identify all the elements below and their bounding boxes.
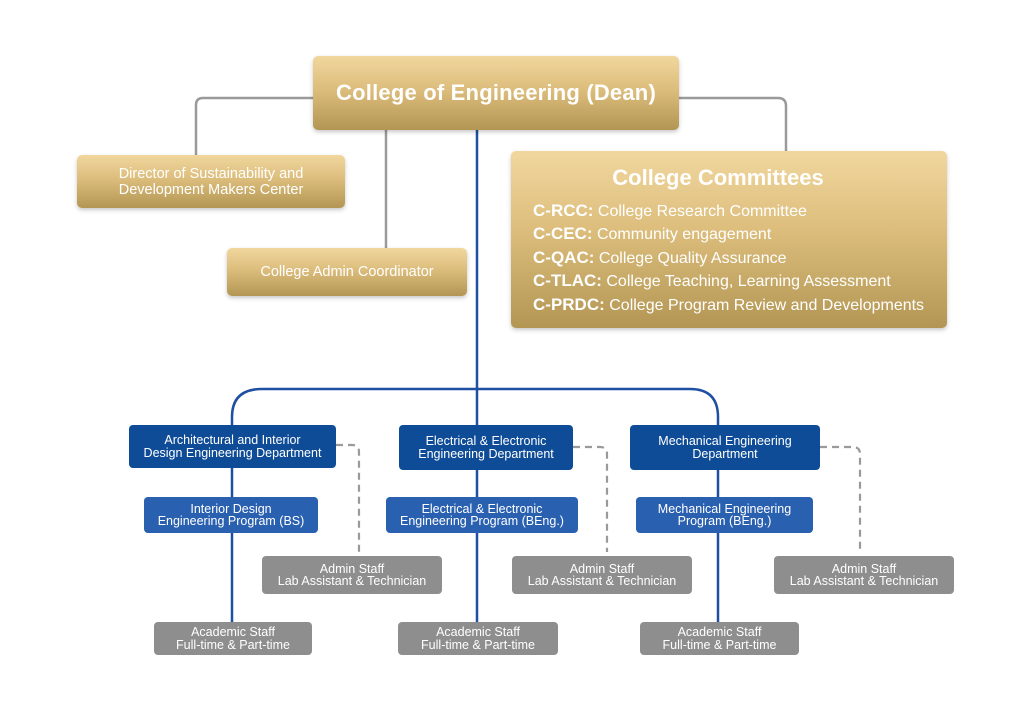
academic-staff-line: Full-time & Part-time xyxy=(421,637,535,652)
admin-staff-architectural: Admin Staff Lab Assistant & Technician xyxy=(262,556,442,594)
program-name-line: Interior Design xyxy=(190,501,272,516)
connector-dean-committees xyxy=(679,96,788,151)
committee-name: College Quality Assurance xyxy=(598,249,787,267)
department-mechanical: Mechanical Engineering Department xyxy=(630,425,820,470)
committees-title: College Committees xyxy=(612,165,824,190)
dean-box: College of Engineering (Dean) xyxy=(313,56,679,130)
program-interior-design: Interior Design Engineering Program (BS) xyxy=(144,497,318,533)
admin-staff-mechanical: Admin Staff Lab Assistant & Technician xyxy=(774,556,954,594)
academic-staff-line: Full-time & Part-time xyxy=(176,637,290,652)
director-box: Director of Sustainability and Developme… xyxy=(77,155,345,208)
academic-staff-mechanical: Academic Staff Full-time & Part-time xyxy=(640,622,799,655)
academic-staff-architectural: Academic Staff Full-time & Part-time xyxy=(154,622,312,655)
admin-staff-line: Lab Assistant & Technician xyxy=(527,574,677,588)
committee-item: C-PRDC: College Program Review and Devel… xyxy=(533,294,924,317)
committee-name: College Research Committee xyxy=(597,203,807,220)
department-name-line: Mechanical Engineering xyxy=(658,433,792,448)
program-name-line: Engineering Program (BEng.) xyxy=(400,514,564,528)
connector-admin-mech xyxy=(820,445,862,552)
committee-item: C-TLAC: College Teaching, Learning Asses… xyxy=(533,270,891,293)
department-architectural: Architectural and Interior Design Engine… xyxy=(129,425,336,468)
committees-box: College Committees C-RCC: College Resear… xyxy=(511,151,947,328)
director-line-2: Development Makers Center xyxy=(118,181,304,198)
committee-item: C-QAC: College Quality Assurance xyxy=(533,247,787,270)
department-name-line: Engineering Department xyxy=(418,446,554,461)
department-name-line: Architectural and Interior xyxy=(164,432,301,447)
academic-staff-line: Academic Staff xyxy=(191,625,275,639)
connector-branch-bar xyxy=(230,387,720,425)
academic-staff-line: Academic Staff xyxy=(677,625,762,639)
academic-staff-line: Academic Staff xyxy=(436,625,520,639)
coordinator-box: College Admin Coordinator xyxy=(227,248,467,296)
department-name-line: Design Engineering Department xyxy=(143,445,322,460)
committee-item: C-RCC: College Research Committee xyxy=(533,200,807,223)
connector-dean-director xyxy=(194,96,313,155)
admin-staff-electrical: Admin Staff Lab Assistant & Technician xyxy=(512,556,692,594)
admin-staff-line: Lab Assistant & Technician xyxy=(789,574,939,588)
committee-name: College Program Review and Developments xyxy=(609,296,925,314)
department-name-line: Electrical & Electronic xyxy=(425,433,547,448)
program-electrical: Electrical & Electronic Engineering Prog… xyxy=(386,497,578,533)
director-line-1: Director of Sustainability and xyxy=(118,165,304,182)
connector-admin-arch xyxy=(336,443,361,552)
department-electrical: Electrical & Electronic Engineering Depa… xyxy=(399,425,573,470)
committee-code: C-RCC: xyxy=(533,201,594,220)
committee-code: C-QAC: xyxy=(533,247,595,267)
committee-name: Community engagement xyxy=(596,226,772,244)
committee-name: College Teaching, Learning Assessment xyxy=(606,273,891,291)
committee-item: C-CEC: Community engagement xyxy=(533,223,771,246)
coordinator-label: College Admin Coordinator xyxy=(260,264,434,280)
committee-code: C-TLAC: xyxy=(533,271,602,291)
admin-staff-line: Admin Staff xyxy=(319,561,385,576)
dean-title: College of Engineering (Dean) xyxy=(336,80,656,105)
program-mechanical: Mechanical Engineering Program (BEng.) xyxy=(636,497,813,533)
admin-staff-line: Lab Assistant & Technician xyxy=(277,574,427,588)
program-name-line: Electrical & Electronic xyxy=(421,501,543,516)
department-name-line: Department xyxy=(692,446,758,461)
admin-staff-line: Admin Staff xyxy=(569,561,635,576)
academic-staff-line: Full-time & Part-time xyxy=(662,637,777,652)
committee-code: C-CEC: xyxy=(533,224,593,244)
program-name-line: Engineering Program (BS) xyxy=(157,514,305,528)
program-name-line: Mechanical Engineering xyxy=(657,501,792,516)
program-name-line: Program (BEng.) xyxy=(677,514,772,528)
academic-staff-electrical: Academic Staff Full-time & Part-time xyxy=(398,622,558,655)
admin-staff-line: Admin Staff xyxy=(831,561,897,576)
connector-admin-elec xyxy=(573,445,609,552)
committee-code: C-PRDC: xyxy=(533,294,605,314)
